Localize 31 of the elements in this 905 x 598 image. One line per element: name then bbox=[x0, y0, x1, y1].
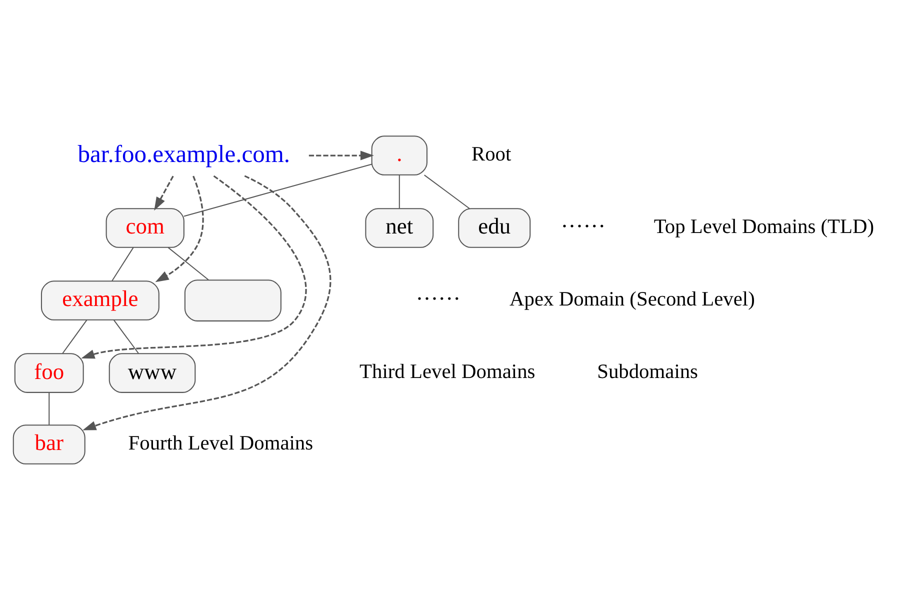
node-box: example bbox=[40, 280, 160, 320]
node-box bbox=[184, 279, 282, 321]
node-box: foo bbox=[14, 352, 84, 392]
connector bbox=[113, 319, 139, 354]
connector bbox=[168, 246, 209, 280]
node-box: . bbox=[371, 135, 428, 175]
connector bbox=[184, 163, 372, 216]
label: Apex Domain (Second Level) bbox=[510, 288, 755, 310]
arrow bbox=[82, 174, 332, 430]
connector bbox=[398, 174, 400, 208]
node-text: bar.foo.example.com. bbox=[78, 140, 290, 168]
connector bbox=[62, 319, 88, 354]
arrow bbox=[81, 174, 307, 358]
node-box: edu bbox=[458, 208, 531, 248]
arrow bbox=[155, 175, 204, 282]
connector bbox=[48, 392, 50, 424]
label: Top Level Domains (TLD) bbox=[654, 216, 874, 238]
label: ······ bbox=[560, 213, 606, 238]
node-box: bar bbox=[12, 424, 86, 464]
arrow bbox=[154, 175, 174, 210]
arrow bbox=[308, 150, 374, 160]
node-box: com bbox=[106, 208, 184, 248]
node-box: www bbox=[108, 352, 196, 392]
label: ······ bbox=[416, 286, 461, 311]
node-box: net bbox=[365, 208, 434, 248]
label: Third Level Domains bbox=[360, 360, 536, 383]
connector bbox=[112, 246, 134, 281]
label: Fourth Level Domains bbox=[128, 432, 314, 454]
label: Root bbox=[471, 143, 512, 166]
connector bbox=[424, 174, 470, 209]
label: Subdomains bbox=[597, 360, 698, 383]
